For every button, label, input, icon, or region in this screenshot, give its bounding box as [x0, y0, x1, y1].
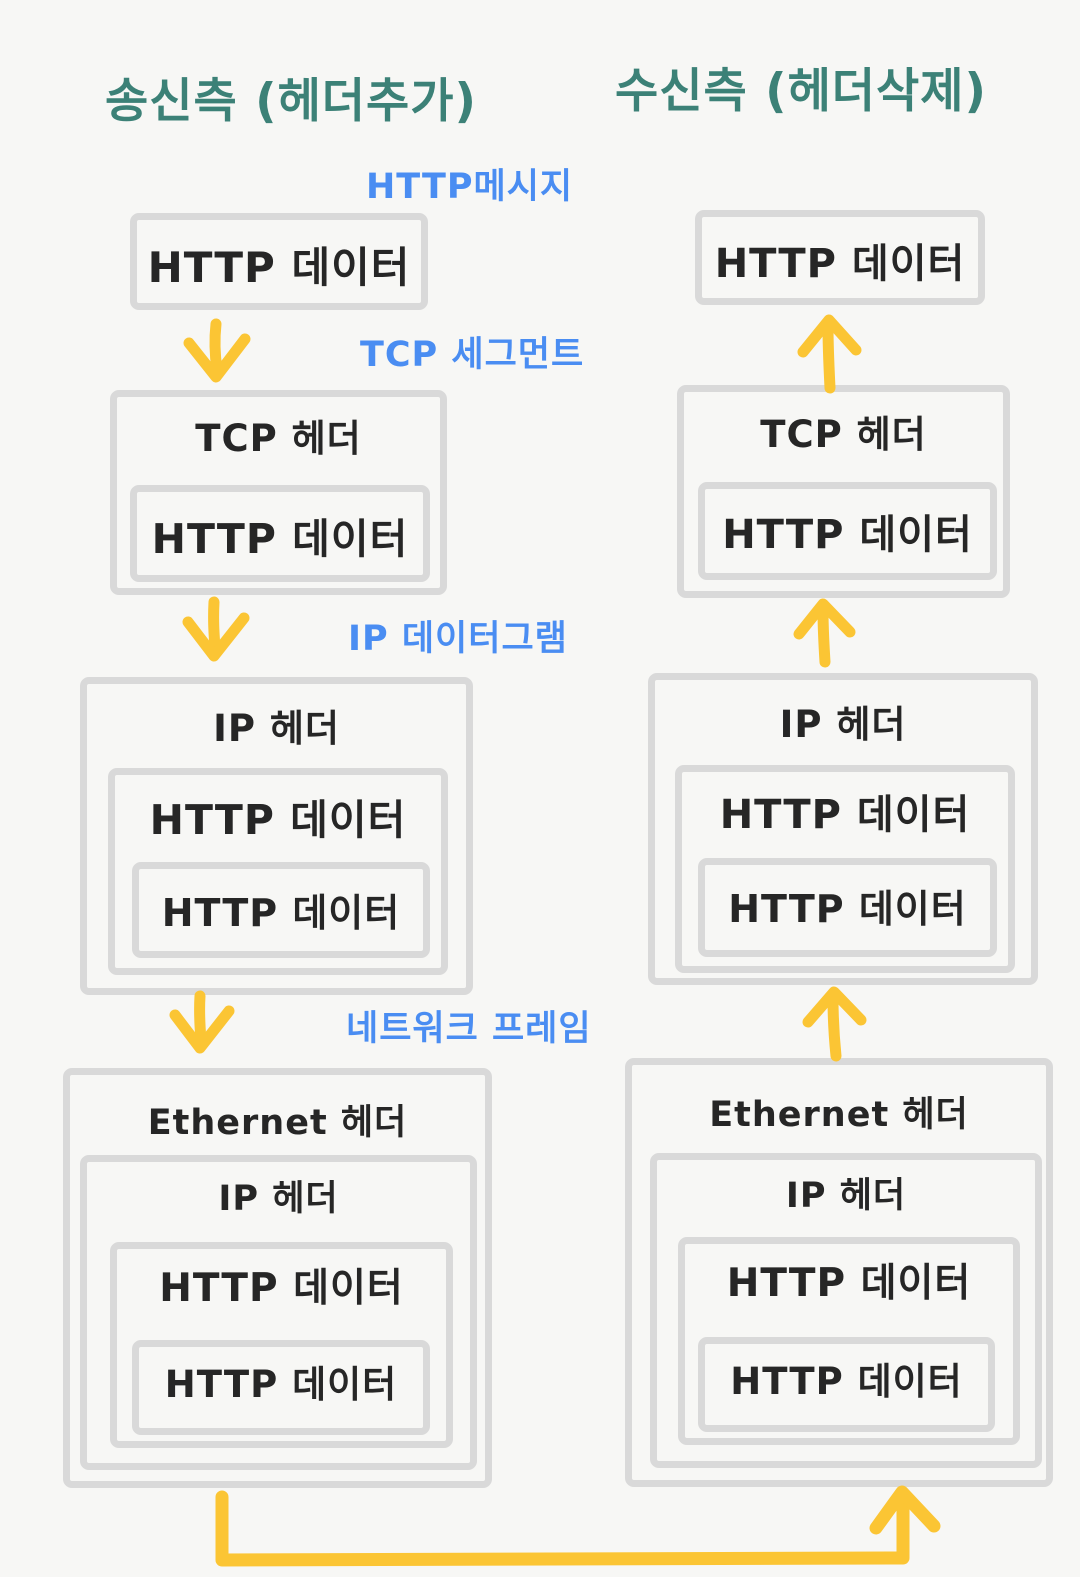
sender-http-message-box [130, 213, 428, 310]
down-arrow-icon [182, 596, 250, 662]
stage-label-ip-datagram: IP 데이터그램 [348, 619, 568, 659]
receiver-http-data-label: HTTP 데이터 [722, 512, 973, 558]
receiver-http-data-label: HTTP 데이터 [726, 1261, 972, 1306]
sender-http-data-label: HTTP 데이터 [164, 1363, 398, 1406]
up-arrow-icon [793, 598, 856, 668]
up-arrow-icon [802, 986, 867, 1062]
down-arrow-icon [183, 318, 251, 383]
sender-ethernet-header-label: Ethernet 헤더 [147, 1103, 408, 1143]
sender-tcp-header-label: TCP 헤더 [195, 417, 362, 460]
up-arrow-icon [797, 314, 862, 394]
receiver-tcp-segment-box [677, 385, 1010, 598]
receiver-frame-ip-box [650, 1153, 1042, 1468]
receiver-ip-header-label: IP 헤더 [785, 1176, 907, 1216]
receiver-ip-datagram-box [648, 673, 1038, 985]
sender-title: 송신측 (헤더추가) [105, 74, 478, 129]
receiver-ethernet-frame-box [625, 1058, 1053, 1487]
sender-tcp-segment-box [110, 390, 447, 595]
sender-http-data-label: HTTP 데이터 [149, 796, 407, 844]
stage-label-tcp-segment: TCP 세그먼트 [360, 335, 585, 375]
sender-ip-header-label: IP 헤더 [218, 1179, 339, 1219]
stage-label-network-frame: 네트워크 프레임 [346, 1009, 592, 1049]
receiver-http-message-box [695, 210, 985, 305]
receiver-ethernet-header-label: Ethernet 헤더 [709, 1095, 969, 1135]
receiver-http-data-label: HTTP 데이터 [730, 1360, 963, 1403]
receiver-tcp-payload-box [698, 482, 997, 580]
receiver-title: 수신측 (헤더삭제) [615, 64, 988, 119]
sender-http-data-label: HTTP 데이터 [159, 1266, 404, 1311]
receiver-ip-payload-box [675, 765, 1015, 973]
sender-frame-inner-box [132, 1340, 430, 1435]
sender-http-data-label: HTTP 데이터 [151, 515, 409, 563]
sender-ethernet-frame-box [63, 1068, 492, 1488]
bottom-connector-arrow-icon [215, 1485, 941, 1567]
receiver-frame-inner-box [698, 1337, 995, 1432]
sender-http-data-label: HTTP 데이터 [147, 243, 411, 292]
receiver-ip-inner-box [698, 858, 997, 957]
sender-frame-payload-box [110, 1242, 453, 1448]
receiver-frame-payload-box [678, 1237, 1020, 1445]
receiver-tcp-header-label: TCP 헤더 [760, 413, 927, 456]
sender-ip-datagram-box [80, 677, 473, 995]
sender-ip-payload-box [108, 768, 448, 975]
receiver-http-data-label: HTTP 데이터 [714, 241, 966, 287]
sender-frame-ip-box [80, 1155, 477, 1470]
receiver-http-data-label: HTTP 데이터 [719, 792, 971, 838]
sender-ip-inner-box [132, 862, 430, 958]
sender-ip-header-label: IP 헤더 [213, 707, 340, 750]
sender-http-data-label: HTTP 데이터 [161, 891, 401, 935]
down-arrow-icon [169, 990, 235, 1054]
sender-tcp-payload-box [130, 485, 430, 582]
receiver-ip-header-label: IP 헤더 [779, 703, 907, 746]
receiver-http-data-label: HTTP 데이터 [728, 887, 967, 931]
stage-label-http-message: HTTP메시지 [366, 167, 574, 207]
